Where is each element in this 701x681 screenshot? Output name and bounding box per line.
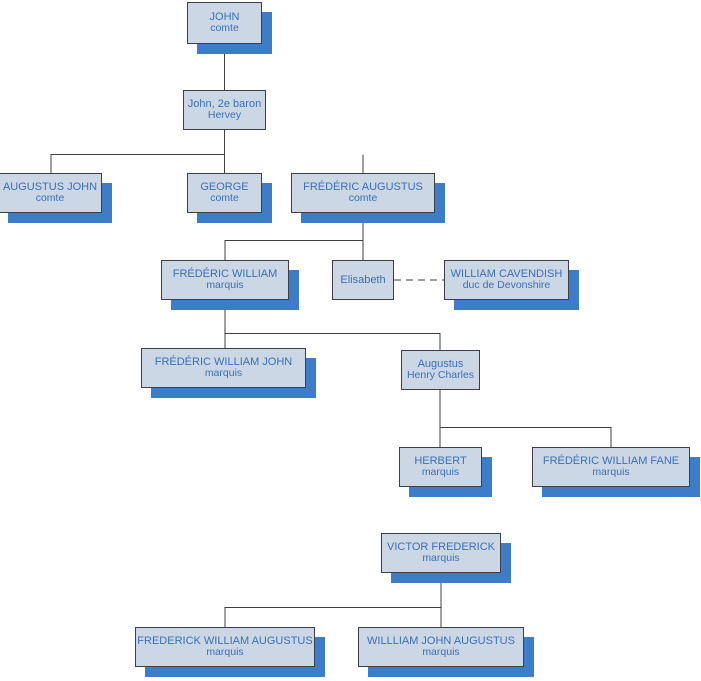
person-name: WILLIAM CAVENDISH	[450, 267, 563, 280]
person-name: Augustus	[417, 357, 464, 370]
solid-connector-group	[50, 44, 612, 627]
person-title: comte	[210, 22, 239, 35]
person-name: FREDERICK WILLIAM AUGUSTUS	[137, 634, 313, 647]
person-name: JOHN	[209, 10, 240, 23]
person-name: FRÉDÉRIC WILLIAM FANE	[542, 454, 680, 467]
person-name: VICTOR FREDERICK	[387, 540, 495, 553]
person-name: FRÉDÉRIC WILLIAM JOHN	[154, 355, 293, 368]
person-title: marquis	[206, 279, 244, 292]
person-title: Hervey	[207, 109, 242, 122]
person-title: marquis	[592, 466, 630, 479]
person-name: Elisabeth	[340, 273, 386, 286]
person-title: marquis	[206, 646, 244, 659]
connector-path	[224, 573, 442, 627]
person-title: comte	[348, 192, 378, 205]
connector-path	[439, 390, 612, 447]
connector-path	[224, 213, 364, 260]
person-title: marquis	[422, 646, 460, 659]
person-name: GEORGE	[200, 180, 249, 193]
person-title: marquis	[421, 466, 460, 479]
connector-path	[224, 300, 441, 350]
person-name: WILLLIAM JOHN AUGUSTUS	[367, 634, 515, 647]
person-title: marquis	[204, 367, 243, 380]
person-title: Henry Charles	[406, 369, 475, 382]
person-title: marquis	[422, 552, 460, 565]
person-name: AUGUSTUS JOHN	[2, 180, 98, 193]
person-title: comte	[210, 192, 239, 205]
person-name: HERBERT	[414, 454, 467, 467]
person-name: John, 2e baron	[187, 97, 262, 110]
person-node-elisabeth[interactable]: Elisabeth	[332, 260, 394, 300]
person-name: FRÉDÉRIC WILLIAM	[172, 267, 278, 280]
person-title: comte	[35, 192, 65, 205]
person-name: FRÉDÉRIC AUGUSTUS	[303, 180, 423, 193]
connector-path	[50, 130, 226, 173]
person-title: duc de Devonshire	[462, 279, 551, 292]
